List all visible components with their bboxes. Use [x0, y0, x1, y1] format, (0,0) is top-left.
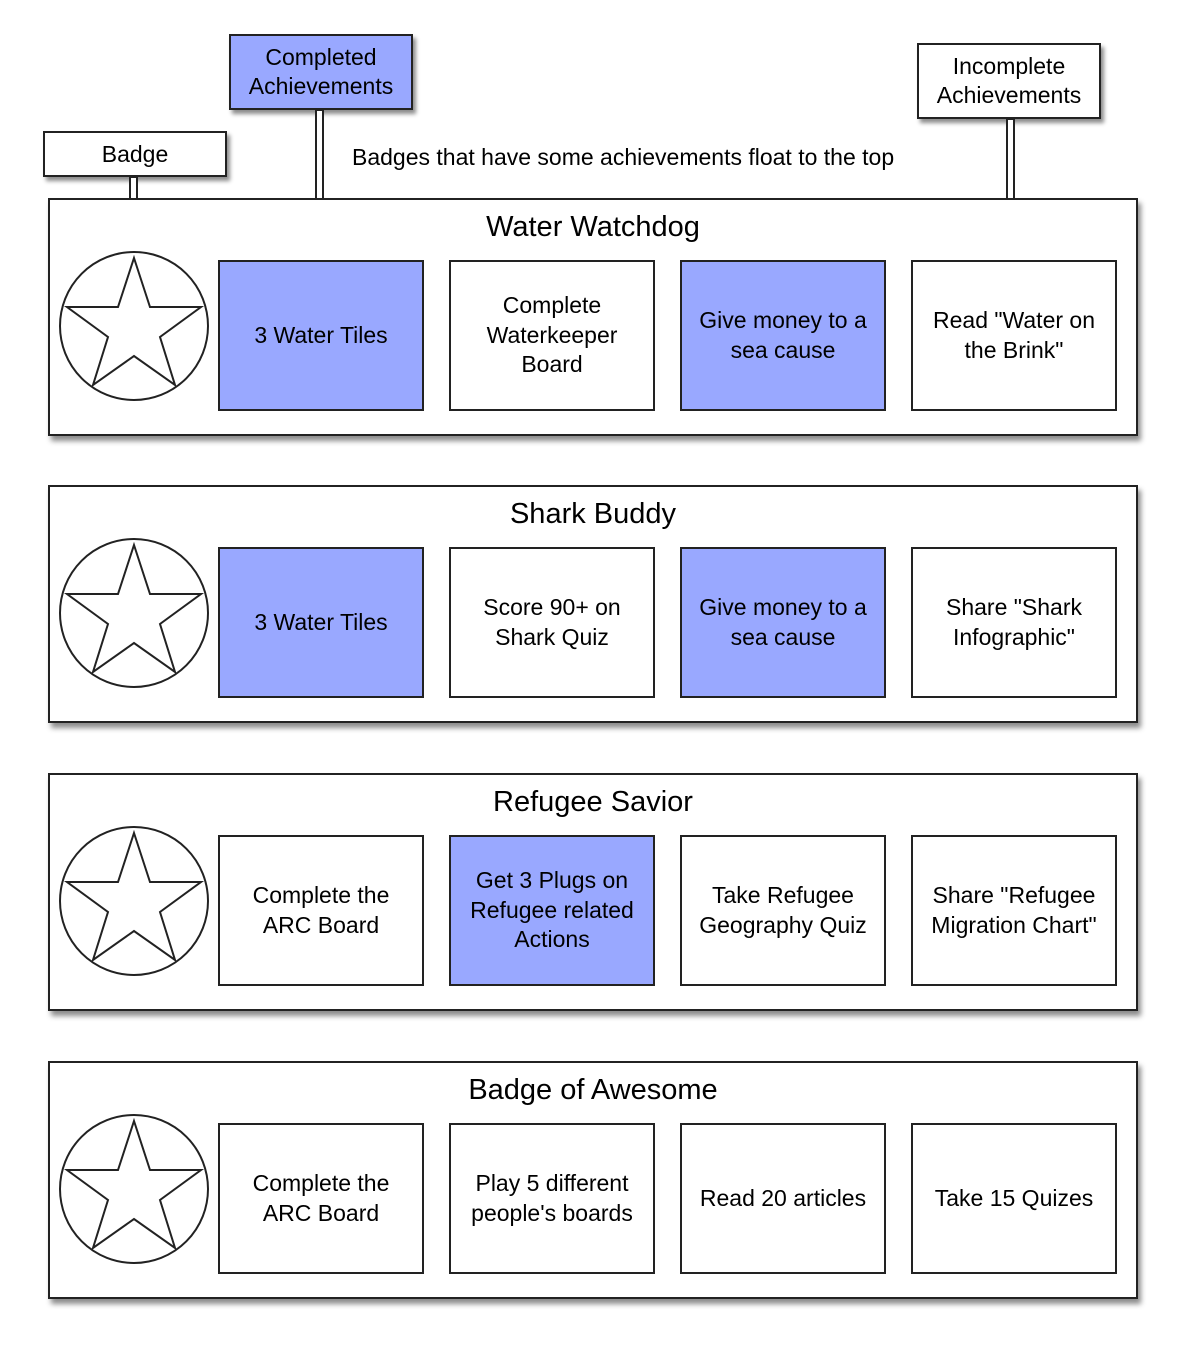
achievement-tile-completed: Give money to a sea cause	[680, 547, 886, 698]
float-to-top-note: Badges that have some achievements float…	[352, 144, 895, 170]
achievement-tile-completed: Get 3 Plugs on Refugee related Actions	[449, 835, 655, 986]
star-icon	[59, 826, 209, 976]
achievement-tile-incomplete: Score 90+ on Shark Quiz	[449, 547, 655, 698]
achievement-tile-completed: Give money to a sea cause	[680, 260, 886, 411]
achievement-tile-incomplete: Read "Water on the Brink"	[911, 260, 1117, 411]
badge-title: Shark Buddy	[509, 498, 677, 530]
achievement-tile-incomplete: Take Refugee Geography Quiz	[680, 835, 886, 986]
star-icon	[59, 251, 209, 401]
achievement-tile-completed: 3 Water Tiles	[218, 260, 424, 411]
achievement-tile-incomplete: Complete the ARC Board	[218, 1123, 424, 1274]
achievement-tile-incomplete: Share "Refugee Migration Chart"	[911, 835, 1117, 986]
completed-achievements-callout: Completed Achievements	[229, 34, 413, 110]
badge-title: Water Watchdog	[486, 211, 700, 243]
badge-panel-badge-of-awesome: Badge of Awesome Complete the ARC Board …	[48, 1061, 1138, 1299]
badge-title: Refugee Savior	[493, 786, 693, 818]
badge-panel-shark-buddy: Shark Buddy 3 Water Tiles Score 90+ on S…	[48, 485, 1138, 723]
achievement-tile-incomplete: Take 15 Quizes	[911, 1123, 1117, 1274]
achievement-tile-incomplete: Share "Shark Infographic"	[911, 547, 1117, 698]
badge-title: Badge of Awesome	[468, 1074, 718, 1106]
star-icon	[59, 1114, 209, 1264]
badge-panel-refugee-savior: Refugee Savior Complete the ARC Board Ge…	[48, 773, 1138, 1011]
achievement-tile-completed: 3 Water Tiles	[218, 547, 424, 698]
badge-panel-water-watchdog: Water Watchdog 3 Water Tiles Complete Wa…	[48, 198, 1138, 436]
achievement-tile-incomplete: Complete Waterkeeper Board	[449, 260, 655, 411]
badge-callout: Badge	[43, 131, 227, 177]
achievement-tile-incomplete: Read 20 articles	[680, 1123, 886, 1274]
achievement-tile-incomplete: Play 5 different people's boards	[449, 1123, 655, 1274]
incomplete-achievements-callout: Incomplete Achievements	[917, 43, 1101, 119]
achievement-tile-incomplete: Complete the ARC Board	[218, 835, 424, 986]
star-icon	[59, 538, 209, 688]
